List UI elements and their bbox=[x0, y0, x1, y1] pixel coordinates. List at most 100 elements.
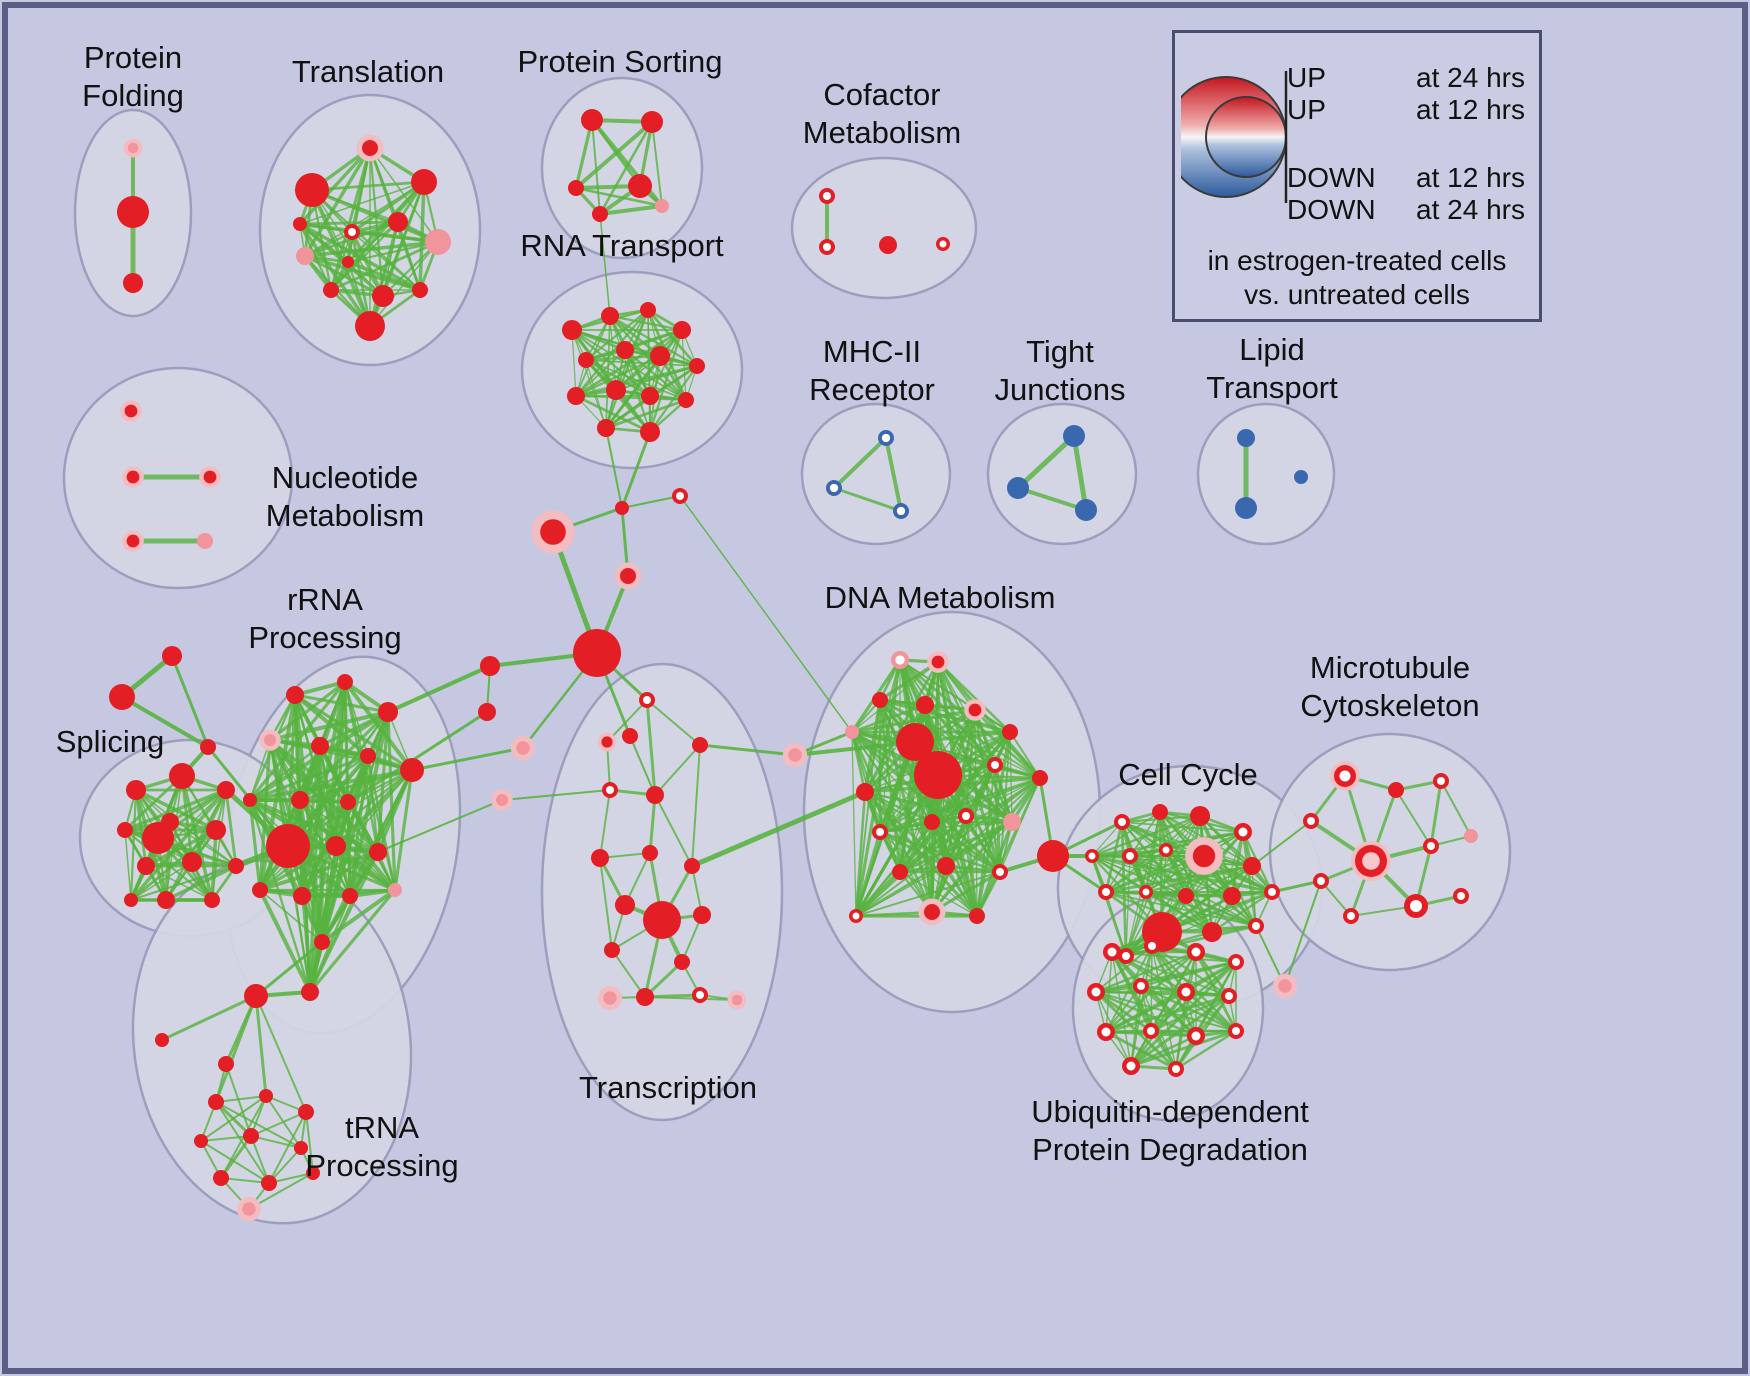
edge bbox=[268, 1111, 307, 1184]
edge bbox=[298, 754, 370, 802]
node-red-ring bbox=[1232, 958, 1240, 966]
legend-updown-icon bbox=[1181, 71, 1288, 203]
edge bbox=[250, 1135, 270, 1184]
edge bbox=[851, 661, 939, 733]
edge bbox=[654, 794, 693, 867]
edge bbox=[604, 394, 652, 430]
node-red-ring bbox=[1191, 947, 1201, 957]
node-red-halo bbox=[126, 534, 140, 548]
edge bbox=[965, 815, 1001, 873]
edge bbox=[854, 870, 902, 918]
edge bbox=[878, 660, 940, 702]
edge bbox=[931, 777, 1041, 823]
edge bbox=[1129, 1029, 1238, 1068]
cluster-label-lipid-transport: Lipid bbox=[1239, 332, 1305, 367]
edge bbox=[924, 704, 1041, 779]
node-red bbox=[856, 783, 874, 801]
node-red bbox=[294, 1141, 308, 1155]
legend-time-label: at 24 hrs bbox=[1416, 62, 1525, 93]
node-red-ring bbox=[676, 492, 684, 500]
edge bbox=[945, 865, 978, 917]
node-pink-halo bbox=[731, 994, 743, 1006]
node-pink bbox=[197, 533, 213, 549]
edge bbox=[225, 1063, 252, 1137]
cluster-label-mhc-ii-receptor: MHC-II bbox=[823, 334, 921, 369]
node-red bbox=[1037, 840, 1069, 872]
edge bbox=[975, 776, 1042, 918]
node-red bbox=[411, 169, 437, 195]
edge bbox=[930, 763, 997, 914]
cluster-label-rrna-processing: rRNA bbox=[287, 582, 363, 617]
node-red bbox=[123, 273, 143, 293]
edge bbox=[1104, 994, 1231, 1034]
node-red bbox=[109, 684, 135, 710]
edge bbox=[170, 654, 210, 749]
node-red-ring bbox=[996, 868, 1004, 876]
edge bbox=[250, 1111, 307, 1137]
node-pink bbox=[296, 247, 314, 265]
edge bbox=[1090, 814, 1202, 858]
node-red-ring bbox=[1268, 888, 1276, 896]
edge bbox=[334, 844, 397, 892]
edge bbox=[298, 798, 324, 944]
edge bbox=[973, 708, 1002, 874]
edge bbox=[1251, 865, 1257, 927]
edge bbox=[832, 486, 903, 513]
edge bbox=[1071, 433, 1089, 513]
edge bbox=[620, 430, 652, 510]
edge bbox=[611, 949, 646, 998]
edge bbox=[248, 798, 262, 892]
node-pink-halo bbox=[1278, 979, 1292, 993]
node-red bbox=[581, 109, 603, 131]
edge bbox=[1095, 991, 1237, 1032]
node-red bbox=[601, 307, 619, 325]
edge bbox=[591, 119, 601, 215]
node-pink-halo bbox=[603, 991, 617, 1005]
edge bbox=[1184, 990, 1238, 1033]
edge bbox=[224, 788, 238, 868]
node-pink bbox=[845, 725, 859, 739]
node-red bbox=[208, 1094, 224, 1110]
node-red-ring bbox=[1347, 912, 1355, 920]
edge bbox=[265, 1095, 302, 1149]
node-red bbox=[162, 646, 182, 666]
cluster-label-ubiquitin-protein-degradation: Ubiquitin-dependent bbox=[1031, 1094, 1309, 1129]
node-red-halo bbox=[924, 904, 940, 920]
legend-row-down-24: DOWN at 24 hrs bbox=[1287, 195, 1525, 225]
node-blue bbox=[1075, 499, 1097, 521]
node-red-ring bbox=[1142, 888, 1150, 896]
node-red bbox=[1190, 806, 1210, 826]
edge bbox=[305, 1111, 314, 1174]
node-red-ring bbox=[348, 228, 356, 236]
edge bbox=[898, 820, 1014, 874]
edge bbox=[850, 703, 927, 734]
edge bbox=[851, 731, 857, 917]
edge bbox=[214, 994, 258, 1104]
node-big-ring bbox=[1362, 852, 1380, 870]
edge bbox=[598, 204, 664, 216]
edge bbox=[864, 791, 1013, 823]
cluster-label-mhc-ii-receptor: Receptor bbox=[809, 372, 935, 407]
node-red bbox=[1152, 804, 1168, 820]
node-pink-halo bbox=[242, 1202, 256, 1216]
node-red-ring bbox=[1091, 987, 1101, 997]
edge bbox=[574, 354, 662, 398]
node-red bbox=[314, 934, 330, 950]
node-red bbox=[182, 852, 202, 872]
node-red bbox=[204, 892, 220, 908]
node-red bbox=[372, 285, 394, 307]
cluster-label-protein-folding: Folding bbox=[82, 78, 184, 113]
cluster-ellipse-tight-junctions bbox=[986, 402, 1138, 546]
edge bbox=[606, 699, 648, 743]
node-blue-ring bbox=[829, 483, 839, 493]
node-blue bbox=[1063, 425, 1085, 447]
node-red bbox=[142, 822, 174, 854]
node-red bbox=[342, 256, 354, 268]
edge bbox=[878, 776, 1042, 834]
edge bbox=[418, 180, 426, 292]
node-red-ring bbox=[1225, 992, 1233, 1000]
edge bbox=[346, 260, 422, 292]
edge bbox=[298, 222, 372, 328]
node-red bbox=[259, 1089, 273, 1103]
node-pink bbox=[655, 199, 669, 213]
